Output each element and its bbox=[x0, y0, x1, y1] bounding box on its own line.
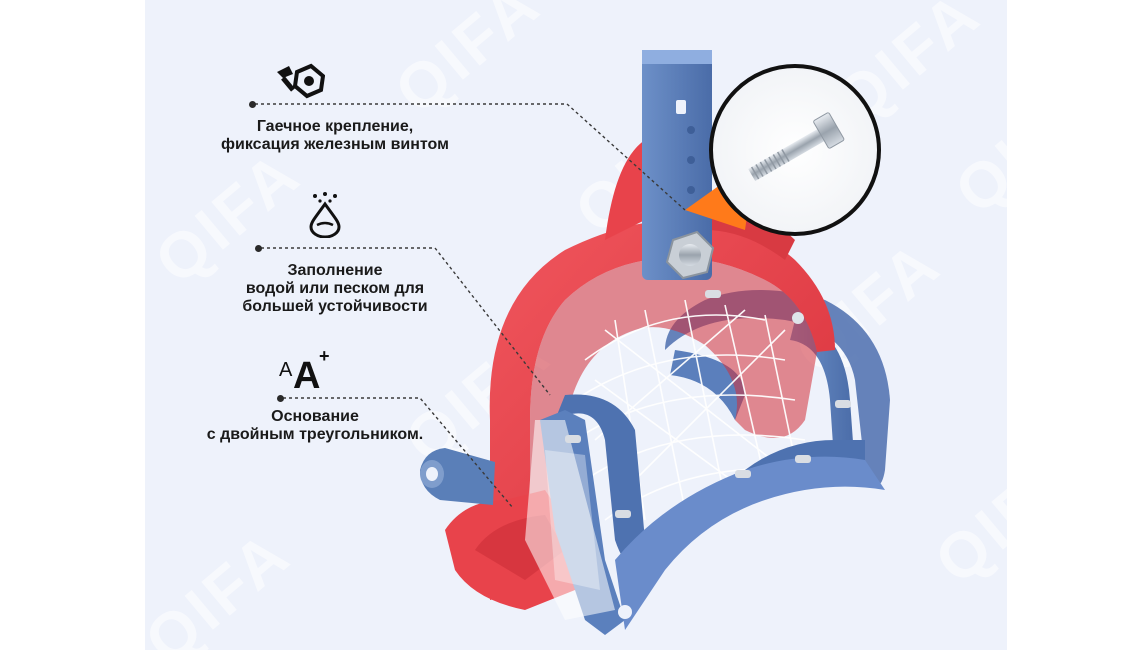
leader-dot bbox=[249, 101, 256, 108]
svg-text:+: + bbox=[319, 346, 330, 366]
front-blue-base bbox=[615, 456, 885, 630]
back-blue-tube bbox=[790, 320, 855, 475]
feature-label-water: Заполнение водой или песком для большей … bbox=[185, 262, 485, 316]
svg-text:A: A bbox=[293, 355, 320, 392]
feature-text-line: фиксация железным винтом bbox=[221, 136, 449, 153]
bolt-closeup-icon bbox=[748, 112, 845, 182]
leader-lines bbox=[255, 103, 686, 509]
font-size-icon: A A + bbox=[279, 346, 333, 397]
leader-dot bbox=[277, 395, 284, 402]
front-blue-frame bbox=[555, 394, 865, 580]
leader-dot bbox=[255, 245, 262, 252]
blue-pole bbox=[642, 50, 712, 280]
net bbox=[574, 299, 806, 521]
red-arc-inner bbox=[530, 257, 817, 590]
svg-text:A: A bbox=[279, 359, 293, 381]
left-blue-tube bbox=[420, 448, 495, 505]
water-drop-icon bbox=[305, 192, 345, 243]
feature-text-line: водой или песком для bbox=[245, 280, 425, 297]
soccer-goal-illustration bbox=[255, 50, 890, 635]
feature-text-line: Гаечное крепление, bbox=[256, 118, 414, 135]
feature-text-line: Основание bbox=[271, 408, 359, 425]
feature-label-base: Основание с двойным треугольником. bbox=[165, 408, 465, 444]
feature-text-line: с двойным треугольником. bbox=[206, 426, 424, 443]
translucent-triangle bbox=[525, 420, 615, 620]
feature-text-line: Заполнение bbox=[287, 262, 383, 279]
bolt-nut-icon bbox=[275, 60, 326, 107]
product-canvas: QIFA QIFA QIFA QIFA QIFA QIFA QIFA QIFA … bbox=[145, 0, 1007, 650]
feature-text-line: большей устойчивости bbox=[242, 298, 428, 315]
feature-label-bolt: Гаечное крепление, фиксация железным вин… bbox=[185, 118, 485, 154]
